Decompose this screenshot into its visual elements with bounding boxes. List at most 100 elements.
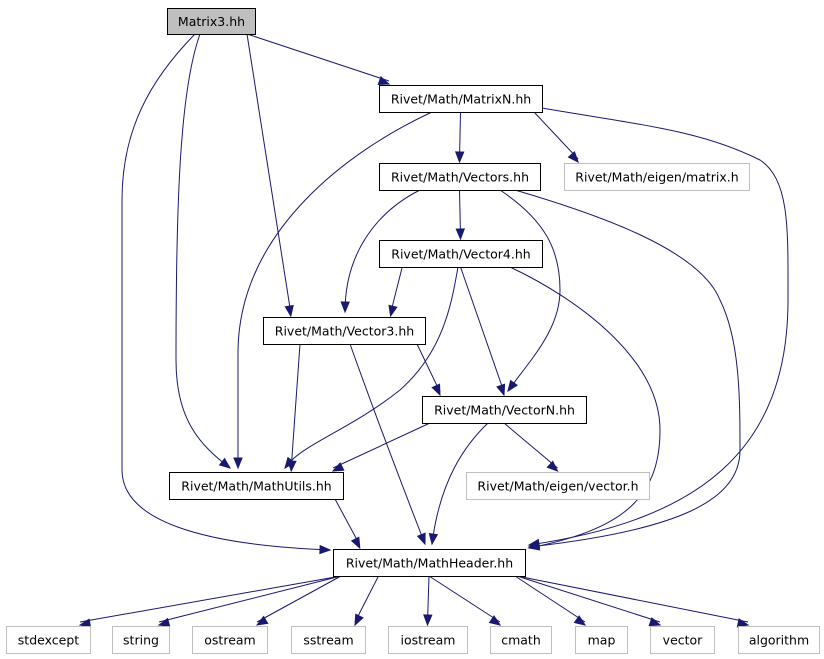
edge-mathutils-to-mathheader-arrowhead	[350, 536, 361, 550]
node-iostream[interactable]: iostream	[388, 626, 468, 654]
edge-mathheader-to-sstream	[354, 575, 379, 627]
edge-mathheader-to-algorithm-line	[516, 575, 749, 623]
edge-matrix3-to-matrixn	[246, 33, 391, 85]
node-vectorn-label: Rivet/Math/VectorN.hh	[434, 403, 575, 418]
edge-mathheader-to-stdexcept-line	[79, 575, 342, 623]
node-mathheader-label: Rivet/Math/MathHeader.hh	[346, 556, 513, 571]
edge-mathheader-to-string-arrowhead	[157, 617, 171, 627]
nodes-layer: Matrix3.hhRivet/Math/MatrixN.hhRivet/Mat…	[6, 8, 820, 654]
node-vectorn[interactable]: Rivet/Math/VectorN.hh	[422, 396, 587, 424]
node-algorithm[interactable]: algorithm	[738, 626, 820, 654]
edge-vectors-to-vector4-arrowhead	[455, 228, 466, 241]
node-eigenvector[interactable]: Rivet/Math/eigen/vector.h	[466, 472, 650, 500]
edge-vectorn-to-eigenvector	[503, 422, 559, 472]
node-string[interactable]: string	[112, 626, 170, 654]
edge-matrixn-to-eigenmatrix	[533, 111, 579, 164]
edge-matrixn-to-vectors	[454, 111, 465, 164]
node-sstream-box	[291, 626, 366, 654]
edge-vectorn-to-mathheader-line	[431, 422, 489, 545]
edge-matrix3-to-mathutils-line	[175, 33, 231, 469]
edge-matrixn-to-eigenmatrix-arrowhead	[567, 150, 579, 164]
edge-matrix3-to-mathutils	[175, 33, 232, 469]
node-eigenmatrix-label: Rivet/Math/eigen/matrix.h	[575, 170, 738, 185]
edge-mathheader-to-vector	[516, 575, 662, 627]
edge-vectors-to-vector3-arrowhead	[340, 301, 350, 314]
node-ostream-label: ostream	[204, 633, 255, 648]
edge-vector4-to-mathheader-arrowhead	[527, 541, 541, 551]
node-eigenmatrix[interactable]: Rivet/Math/eigen/matrix.h	[564, 163, 750, 191]
edge-matrix3-to-vector3-line	[246, 33, 292, 314]
node-vector4[interactable]: Rivet/Math/Vector4.hh	[379, 240, 543, 268]
edge-mathheader-to-string-line	[158, 575, 342, 623]
edge-vector4-to-vectorn-arrowhead	[496, 383, 506, 397]
node-vectors-label: Rivet/Math/Vectors.hh	[391, 170, 529, 185]
node-vectorn-box	[422, 396, 587, 424]
node-stdexcept[interactable]: stdexcept	[6, 626, 91, 654]
edge-vectors-to-vectorn-arrowhead	[507, 379, 518, 393]
node-vector4-box	[379, 240, 543, 268]
edges-layer	[78, 33, 789, 628]
edge-matrix3-to-vector3	[246, 33, 294, 318]
node-vector4-label: Rivet/Math/Vector4.hh	[391, 247, 530, 262]
edge-vector3-to-mathheader	[349, 343, 426, 546]
node-iostream-label: iostream	[401, 633, 456, 648]
edge-vector3-to-mathutils	[287, 343, 301, 473]
edge-matrixn-to-mathutils	[233, 111, 433, 470]
edge-mathheader-to-sstream-line	[354, 575, 379, 623]
node-eigenvector-label: Rivet/Math/eigen/vector.h	[477, 479, 638, 494]
edge-matrix3-to-mathheader	[121, 33, 332, 555]
edge-mathheader-to-map-arrowhead	[573, 615, 587, 626]
node-eigenmatrix-box	[564, 163, 750, 191]
edge-mathheader-to-ostream-arrowhead	[255, 615, 269, 626]
edge-mathheader-to-stdexcept-arrowhead	[78, 618, 92, 628]
node-cmath-box	[490, 626, 552, 654]
edge-vector4-to-mathheader	[509, 266, 661, 551]
edge-vectors-to-mathheader-line	[514, 189, 741, 548]
node-mathheader[interactable]: Rivet/Math/MathHeader.hh	[333, 549, 526, 577]
node-mathheader-box	[333, 549, 526, 577]
edge-matrixn-to-vectors-line	[459, 111, 461, 160]
node-matrix3-box	[167, 8, 256, 35]
node-vector3[interactable]: Rivet/Math/Vector3.hh	[263, 317, 426, 345]
edge-vectors-to-vector4-line	[459, 189, 461, 237]
edge-matrix3-to-matrixn-arrowhead	[377, 76, 391, 85]
node-vector-box	[650, 626, 715, 654]
edge-vector3-to-mathutils-arrowhead	[287, 460, 297, 473]
node-vector-label: vector	[663, 633, 704, 648]
node-mathutils[interactable]: Rivet/Math/MathUtils.hh	[169, 472, 344, 500]
edge-vectorn-to-mathutils-line	[332, 422, 431, 469]
node-algorithm-box	[738, 626, 820, 654]
node-map[interactable]: map	[575, 626, 628, 654]
edge-mathheader-to-algorithm	[516, 575, 750, 628]
edge-matrix3-to-mathutils-arrowhead	[218, 457, 232, 469]
edge-vectorn-to-mathheader-arrowhead	[428, 532, 439, 546]
node-sstream-label: sstream	[303, 633, 353, 648]
edge-mathheader-to-iostream-line	[427, 575, 430, 623]
edge-vectorn-to-mathutils	[331, 422, 431, 472]
edge-vector4-to-vectorn-line	[460, 266, 505, 393]
edge-vectorn-to-eigenvector-line	[503, 422, 558, 469]
edge-vector4-to-vector3-line	[390, 266, 403, 314]
edge-vector3-to-vectorn-line	[416, 343, 441, 393]
node-sstream[interactable]: sstream	[291, 626, 366, 654]
edge-mathheader-to-iostream	[423, 575, 433, 627]
node-mathutils-label: Rivet/Math/MathUtils.hh	[181, 479, 331, 494]
edge-mathheader-to-cmath	[428, 575, 502, 626]
edge-vector3-to-vectorn-arrowhead	[431, 383, 441, 397]
node-string-label: string	[123, 633, 159, 648]
node-vector[interactable]: vector	[650, 626, 715, 654]
node-matrixn-box	[379, 85, 543, 113]
node-vectors[interactable]: Rivet/Math/Vectors.hh	[379, 163, 541, 191]
edge-vector4-to-mathutils	[284, 266, 459, 470]
node-stdexcept-box	[6, 626, 91, 654]
edge-mathheader-to-map-line	[514, 575, 586, 623]
node-ostream[interactable]: ostream	[192, 626, 268, 654]
node-cmath[interactable]: cmath	[490, 626, 552, 654]
edge-mathheader-to-iostream-arrowhead	[423, 614, 433, 627]
node-matrixn[interactable]: Rivet/Math/MatrixN.hh	[379, 85, 543, 113]
edge-matrix3-to-vector3-arrowhead	[284, 304, 294, 318]
node-matrix3[interactable]: Matrix3.hh	[167, 8, 256, 35]
edge-vector4-to-vector3-arrowhead	[388, 304, 398, 318]
node-mathutils-box	[169, 472, 344, 500]
